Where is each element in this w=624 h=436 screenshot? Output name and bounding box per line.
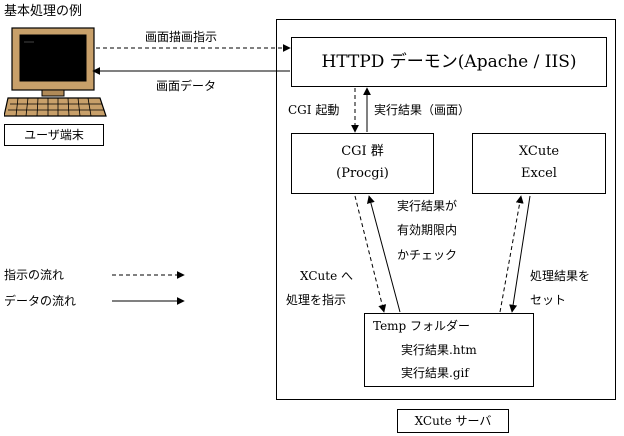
instruct-xcute-label-line1: XCute へ — [300, 269, 353, 283]
cgi-label-line1: CGI 群 — [341, 144, 384, 159]
temp-file-gif: 実行結果.gif — [401, 366, 469, 380]
instruct-xcute-arrow — [354, 195, 387, 313]
temp-file-htm: 実行結果.htm — [401, 343, 477, 357]
exec-result-screen-label: 実行結果（画面） — [374, 103, 471, 117]
cgi-box: CGI 群 (Procgi) — [291, 133, 434, 194]
terminal-label-box: ユーザ端末 — [4, 124, 104, 146]
legend-data-label: データの流れ — [4, 294, 77, 308]
temp-folder-box: Temp フォルダー 実行結果.htm 実行結果.gif — [364, 313, 534, 387]
terminal-label: ユーザ端末 — [24, 128, 84, 142]
xcute-label-line2: Excel — [521, 166, 557, 181]
check-label-line3: かチェック — [397, 248, 458, 262]
temp-to-xcute-arrow — [499, 195, 524, 313]
check-label-line1: 実行結果が — [397, 199, 458, 213]
draw-instruction-label: 画面描画指示 — [145, 30, 218, 44]
cgi-launch-label: CGI 起動 — [288, 103, 340, 117]
computer-icon — [3, 27, 107, 117]
check-label-line2: 有効期限内 — [397, 223, 458, 237]
temp-folder-title: Temp フォルダー — [373, 319, 471, 333]
screen-data-label: 画面データ — [156, 79, 217, 93]
server-label: XCute サーバ — [414, 414, 492, 428]
server-label-box: XCute サーバ — [397, 409, 509, 433]
xcute-excel-box: XCute Excel — [472, 133, 606, 194]
httpd-label: HTTPD デーモン(Apache / IIS) — [321, 52, 577, 72]
legend-instruction-label: 指示の流れ — [4, 268, 65, 282]
xcute-label-line1: XCute — [518, 144, 560, 159]
check-arrow — [366, 195, 401, 313]
httpd-daemon-box: HTTPD デーモン(Apache / IIS) — [291, 37, 607, 87]
set-result-label-line2: セット — [530, 293, 567, 307]
cgi-label-line2: (Procgi) — [336, 166, 389, 181]
set-result-arrow — [509, 195, 531, 313]
set-result-label-line1: 処理結果を — [530, 269, 591, 283]
instruct-xcute-label-line2: 処理を指示 — [286, 293, 347, 307]
computer-terminal-icon — [3, 22, 108, 124]
diagram-title: 基本処理の例 — [4, 4, 83, 19]
